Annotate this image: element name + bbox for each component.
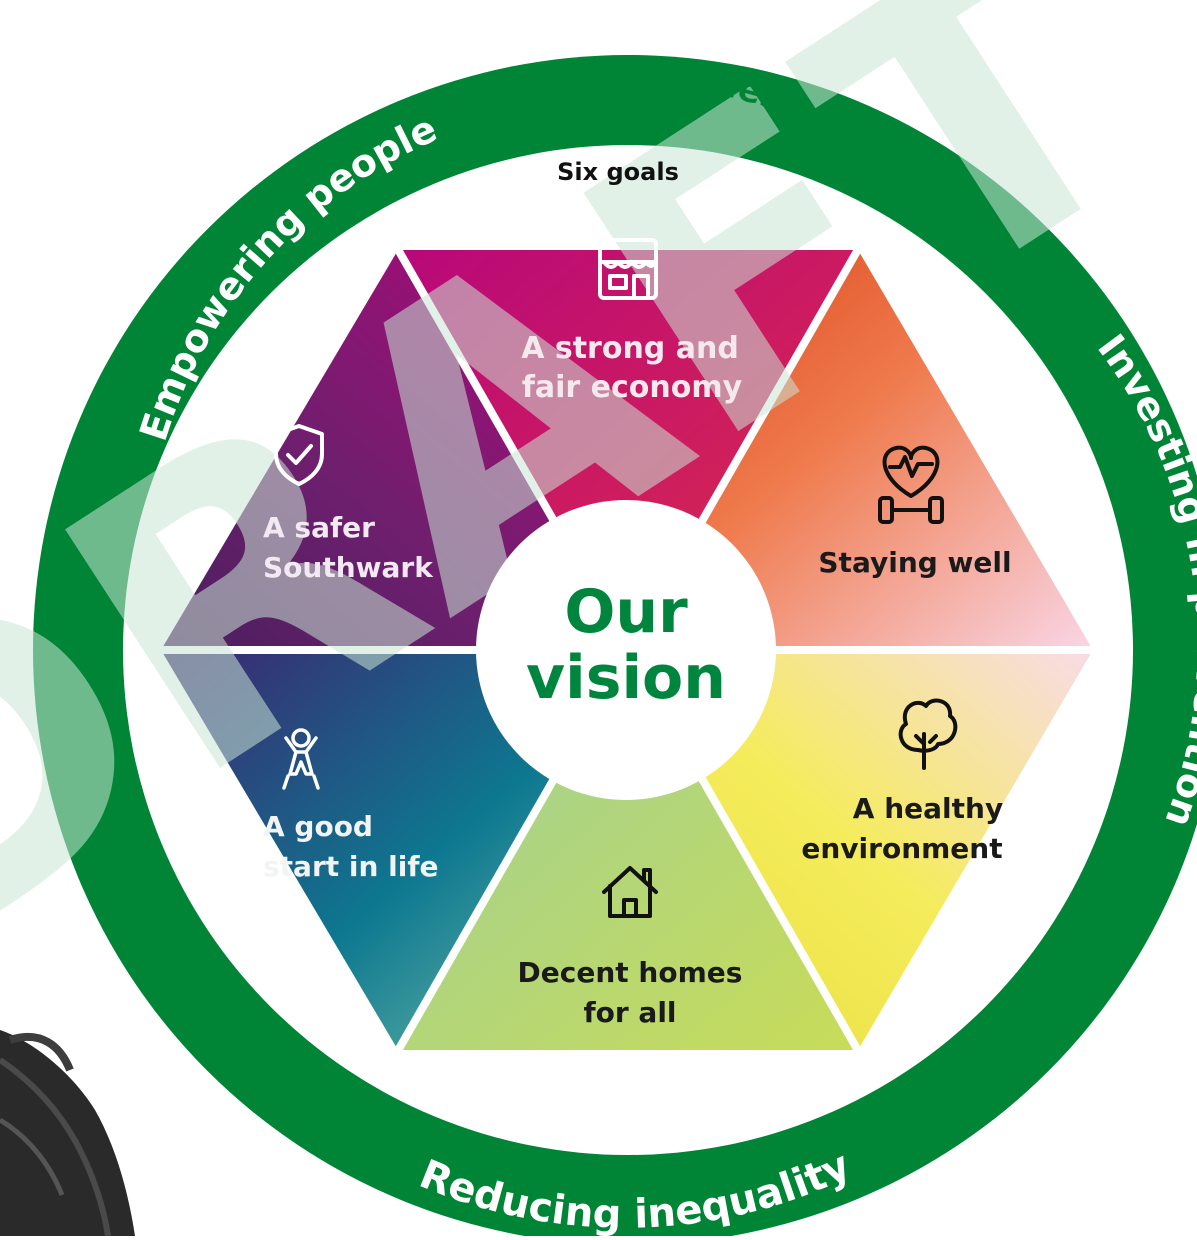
vision-center-line1: Our: [564, 577, 688, 647]
segment-good-start: [161, 650, 628, 1050]
goal-safer-line1: A safer: [263, 511, 375, 544]
child-icon: [282, 728, 320, 790]
goal-environment-line1: A healthy: [853, 792, 1003, 825]
segment-staying-well: [628, 250, 1093, 650]
shield-check-icon: [274, 424, 324, 486]
segment-safer-southwark: [161, 250, 628, 650]
segment-decent-homes: [398, 650, 858, 1050]
segment-strong-fair-economy: [398, 250, 858, 650]
goal-homes-line2: for all: [583, 996, 676, 1029]
goal-start-line1: A good: [263, 810, 373, 843]
vision-center-line2: vision: [526, 643, 726, 713]
goal-staying-well: Staying well: [818, 546, 1011, 579]
goal-environment-line2: environment: [801, 832, 1002, 865]
goal-homes-line1: Decent homes: [518, 956, 743, 989]
goal-economy-line2: fair economy: [522, 370, 743, 405]
vision-center-circle: [476, 500, 776, 800]
heart-dumbbell-icon: [878, 445, 944, 524]
house-icon: [602, 866, 658, 918]
goal-start-line2: start in life: [263, 850, 439, 883]
tree-icon: [898, 698, 958, 770]
goals-heading: Six goals: [557, 158, 679, 186]
storefront-icon: [598, 238, 658, 300]
person-photo-fragment: [0, 1030, 135, 1237]
goal-safer-line2: Southwark: [263, 551, 434, 584]
segment-healthy-environment: [628, 650, 1093, 1050]
goal-economy-line1: A strong and: [521, 331, 739, 366]
goal-segments: [161, 250, 1093, 1050]
